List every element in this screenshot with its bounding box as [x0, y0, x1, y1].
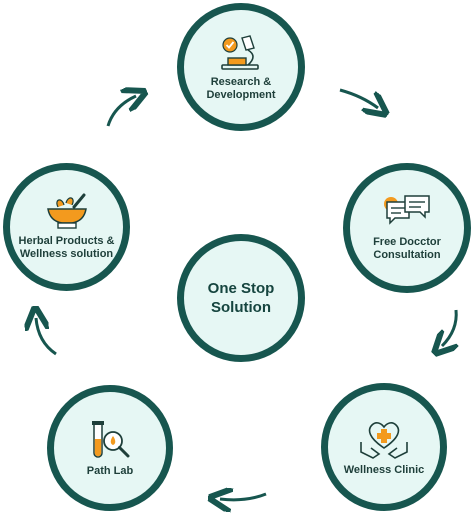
one-stop-solution-center: One Stop Solution — [177, 234, 305, 362]
herbal-products-node: Herbal Products & Wellness solution — [3, 163, 130, 291]
research-label-2: Development — [206, 89, 276, 101]
wellness-label: Wellness Clinic — [343, 463, 425, 476]
chat-bubbles-icon — [384, 195, 430, 225]
arrow-doctor-to-wellness — [442, 309, 456, 346]
research-development-node: Research & Development — [177, 3, 305, 131]
center-label-2: Solution — [211, 299, 271, 316]
wellness-clinic-node: Wellness Clinic — [321, 383, 447, 511]
herbal-label-2: Wellness solution — [19, 248, 114, 260]
path-lab-node: Path Lab — [47, 385, 173, 511]
arrow-herbal-to-research — [106, 96, 136, 127]
arrow-pathlab-to-herbal — [36, 318, 57, 356]
center-label: One Stop — [207, 280, 275, 297]
free-doctor-consultation-node: Free Docctor Consultation — [343, 163, 471, 293]
test-tube-magnifier-icon — [92, 420, 130, 458]
herbal-label: Herbal Products & — [18, 235, 115, 247]
microscope-icon — [221, 35, 259, 70]
mortar-pestle-icon — [46, 193, 87, 229]
heart-hands-icon — [360, 421, 408, 459]
research-label: Research & — [210, 76, 272, 88]
doctor-label-2: Consultation — [373, 249, 441, 261]
pathlab-label: Path Lab — [86, 464, 134, 477]
arrow-wellness-to-pathlab — [220, 494, 267, 500]
arrow-research-to-doctor — [339, 88, 378, 108]
doctor-label: Free Docctor — [373, 236, 441, 248]
